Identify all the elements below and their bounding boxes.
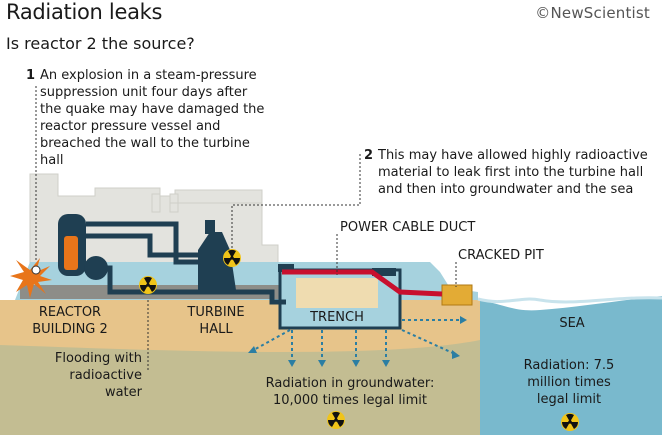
page-subtitle: Is reactor 2 the source?	[6, 34, 195, 53]
sea-area	[480, 296, 662, 435]
label-sea-radiation: Radiation: 7.5 million times legal limit	[523, 358, 615, 407]
annotation-1: 1 An explosion in a steam-pressure suppr…	[26, 67, 272, 169]
radiation-icon-groundwater	[327, 411, 345, 429]
label-sea: SEA	[559, 316, 585, 331]
annotation-2-number: 2	[364, 148, 374, 163]
sea-surface	[477, 296, 662, 304]
breach-point-icon	[31, 265, 41, 275]
cracked-pit	[441, 284, 473, 306]
annotation-2-text: This may have allowed highly radioactive…	[378, 148, 648, 197]
annotation-1-text: An explosion in a steam-pressure suppres…	[40, 68, 265, 168]
explosion-burst	[10, 258, 52, 298]
label-turbine-hall: TURBINE HALL	[187, 305, 245, 337]
power-cable-duct	[282, 269, 443, 297]
label-groundwater-radiation: Radiation in groundwater: 10,000 times l…	[265, 376, 435, 408]
brand-logo: ©NewScientist	[535, 4, 650, 22]
annotation-1-number: 1	[26, 68, 36, 83]
label-trench: TRENCH	[310, 310, 364, 325]
page-title: Radiation leaks	[6, 0, 163, 24]
radiation-icon-turbine	[223, 249, 241, 267]
chimney-1	[151, 193, 161, 213]
annotation-2: 2 This may have allowed highly radioacti…	[364, 147, 654, 198]
leader-note-2	[231, 154, 361, 250]
label-cracked-pit: CRACKED PIT	[458, 248, 544, 263]
label-power-cable-duct: POWER CABLE DUCT	[340, 220, 476, 235]
leak-arrows	[249, 319, 460, 360]
reactor-core	[64, 236, 78, 270]
radiation-icon-reactor	[139, 276, 157, 294]
label-flooding: Flooding with radioactive water	[54, 351, 142, 400]
trench-inner	[296, 278, 378, 308]
radiation-icon-sea	[561, 413, 579, 431]
turbine-unit	[198, 232, 236, 290]
label-reactor-building: REACTOR BUILDING 2	[32, 305, 108, 337]
